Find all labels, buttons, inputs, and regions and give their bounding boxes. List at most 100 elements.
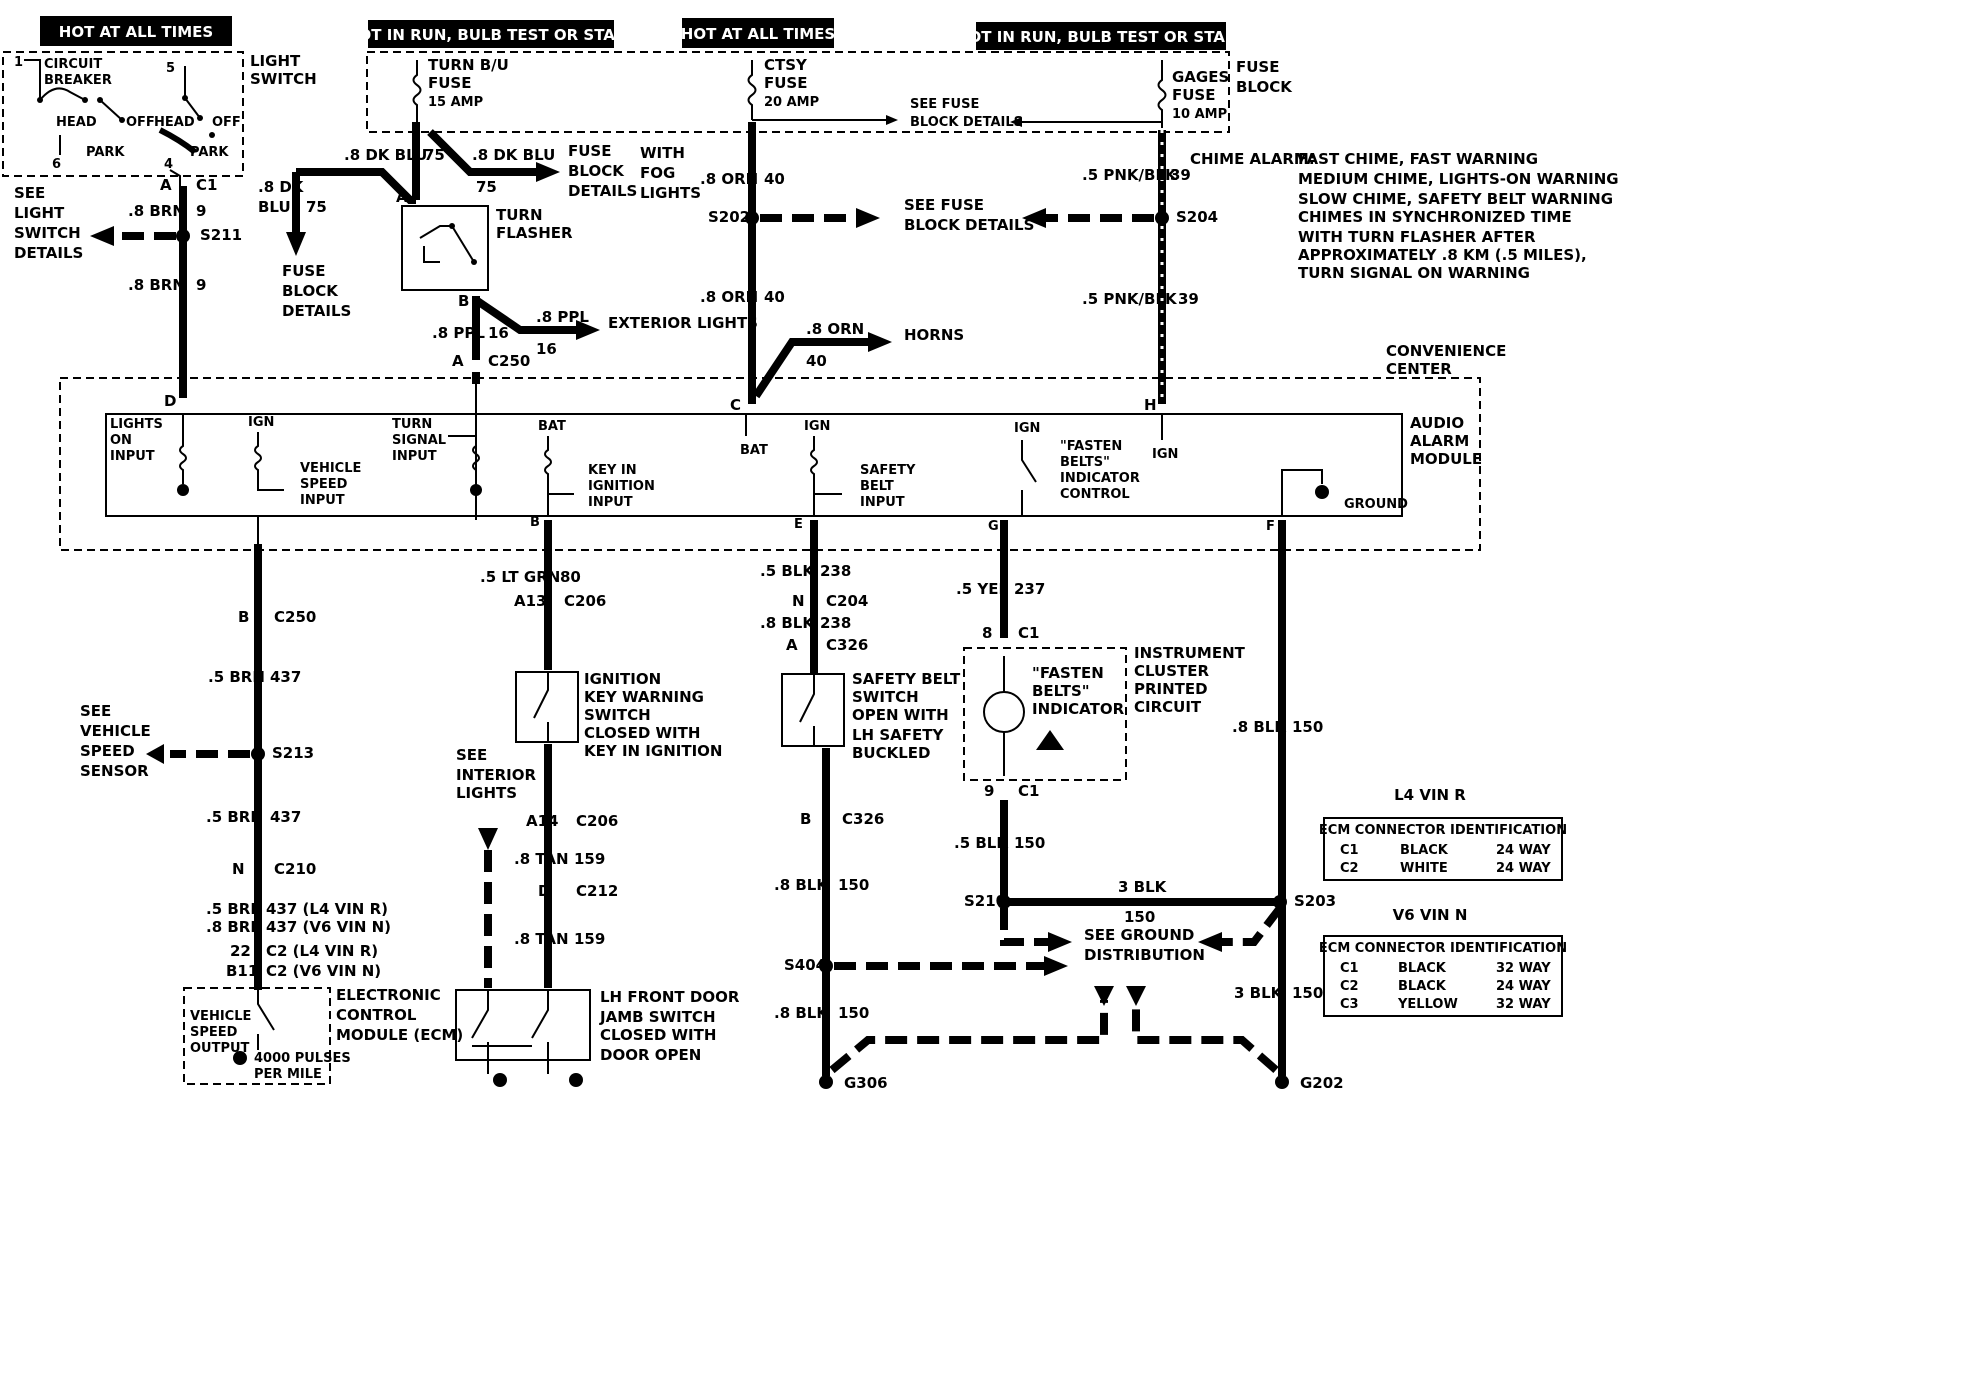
diagram-label: .8 BLK xyxy=(1232,718,1287,736)
diagram-label: PARK xyxy=(86,145,125,160)
diagram-label: ALARM xyxy=(1410,432,1469,450)
diagram-label: BREAKER xyxy=(44,73,112,88)
diagram-label: 150 xyxy=(1124,908,1155,926)
diagram-label: B xyxy=(530,515,540,530)
diagram-label: 24 WAY xyxy=(1496,843,1551,858)
diagram-label: 9 xyxy=(196,276,206,294)
diagram-label: 32 WAY xyxy=(1496,997,1551,1012)
diagram-label: A13 xyxy=(514,592,546,610)
connector-c212: C212 xyxy=(576,882,618,900)
diagram-label: A xyxy=(396,188,408,206)
fuse-block-box xyxy=(366,51,1230,133)
diagram-label: 16 xyxy=(536,340,557,358)
ctsy-fuse-label: CTSY xyxy=(764,56,808,74)
diagram-label: PER MILE xyxy=(254,1067,322,1082)
diagram-label: E xyxy=(794,517,803,532)
ecm-title-1: ELECTRONIC xyxy=(336,986,441,1004)
diagram-label: B xyxy=(238,608,249,626)
diagram-label: 40 xyxy=(764,170,785,188)
banner-hot-always-1: HOT AT ALL TIMES xyxy=(40,16,232,46)
splice-s404: S404 xyxy=(784,956,826,974)
gages-fuse-icon xyxy=(1157,60,1167,128)
diagram-label: 3 BLK xyxy=(1234,984,1284,1002)
diagram-label: BLACK xyxy=(1400,843,1449,858)
diagram-label: CHIMES IN SYNCHRONIZED TIME xyxy=(1298,208,1572,226)
diagram-label: CLUSTER xyxy=(1134,662,1209,680)
turn-fuse-word: FUSE xyxy=(428,74,471,92)
diagram-label: .8 DK BLU xyxy=(344,146,427,164)
diagram-label: SENSOR xyxy=(80,762,149,780)
diagram-label: CONTROL xyxy=(1060,487,1130,502)
diagram-label: .5 BRN xyxy=(208,668,265,686)
seat-belt-icon xyxy=(1036,730,1064,750)
wire-dkblu-75 xyxy=(296,122,420,204)
diagram-label: SIGNAL xyxy=(392,433,446,448)
audio-alarm-module-title-1: AUDIO xyxy=(1410,414,1464,432)
banner-hot-always-2: HOT AT ALL TIMES xyxy=(681,18,835,48)
diagram-label: SEE FUSE xyxy=(904,196,984,214)
diagram-label: 39 xyxy=(1178,290,1199,308)
horns-label: HORNS xyxy=(904,326,964,344)
splice-s210: S210 xyxy=(964,892,1006,910)
diagram-label: YELLOW xyxy=(1397,997,1458,1012)
diagram-label: SWITCH xyxy=(584,706,651,724)
chime-alarm-title: CHIME ALARM: xyxy=(1190,150,1315,168)
diagram-label: SLOW CHIME, SAFETY BELT WARNING xyxy=(1298,190,1613,208)
diagram-label: .5 BLK xyxy=(760,562,815,580)
diagram-label: HOT AT ALL TIMES xyxy=(681,25,835,43)
fuse-block-title-1: FUSE xyxy=(1236,58,1279,76)
diagram-label: DISTRIBUTION xyxy=(1084,946,1205,964)
gages-fuse-amp: 10 AMP xyxy=(1172,107,1227,122)
diagram-label: .5 LT GRN xyxy=(480,568,560,586)
diagram-label: 238 xyxy=(820,562,851,580)
diagram-label: BUCKLED xyxy=(852,744,931,762)
diagram-label: IGN xyxy=(248,415,274,430)
door-jamb-switch-box xyxy=(455,989,591,1061)
safety-belt-switch-title: SAFETY BELT xyxy=(852,670,961,688)
diagram-label: BELTS" xyxy=(1032,682,1090,700)
diagram-label: LIGHTS xyxy=(456,784,517,802)
diagram-label: "FASTEN xyxy=(1060,439,1122,454)
turn-flasher-box xyxy=(401,205,489,291)
diagram-label: 437 (L4 VIN R) xyxy=(266,900,388,918)
diagram-label: 9 xyxy=(196,202,206,220)
diagram-label: 80 xyxy=(560,568,581,586)
fuse-block-title-2: BLOCK xyxy=(1236,78,1293,96)
diagram-label: 40 xyxy=(764,288,785,306)
diagram-label: 1 xyxy=(14,55,23,70)
diagram-label: BAT xyxy=(740,443,768,458)
diagram-label: IGNITION xyxy=(588,479,655,494)
diagram-label: .8 PPL xyxy=(432,324,485,342)
diagram-label: .8 PPL xyxy=(536,308,589,326)
diagram-label: .5 YEL xyxy=(956,580,1008,598)
ignition-key-switch-title: IGNITION xyxy=(584,670,661,688)
diagram-label: LIGHTS xyxy=(640,184,701,202)
banner-hot-in-run-1: HOT IN RUN, BULB TEST OR START xyxy=(346,20,637,48)
diagram-label: KEY WARNING xyxy=(584,688,704,706)
diagram-label: 22 xyxy=(230,942,251,960)
diagram-label: .8 BLK xyxy=(774,876,829,894)
diagram-label: .8 ORN xyxy=(806,320,864,338)
diagram-label: HEAD xyxy=(56,115,97,130)
diagram-label: BELTS" xyxy=(1060,455,1110,470)
diagram-label: WITH TURN FLASHER AFTER xyxy=(1298,228,1536,246)
light-switch-box xyxy=(2,51,244,177)
diagram-label: DOOR OPEN xyxy=(600,1046,701,1064)
diagram-label: C2 xyxy=(1340,979,1359,994)
diagram-label: D xyxy=(164,392,176,410)
diagram-label: GROUND xyxy=(1344,497,1408,512)
diagram-label: IGN xyxy=(1014,421,1040,436)
diagram-label: L4 VIN R xyxy=(1394,786,1466,804)
diagram-label: BLOCK xyxy=(568,162,625,180)
diagram-label: .5 PNK/BLK xyxy=(1082,290,1178,308)
diagram-label: 159 xyxy=(574,850,605,868)
turn-fuse-icon xyxy=(412,60,422,122)
diagram-label: KEY IN xyxy=(588,463,637,478)
diagram-label: CIRCUIT xyxy=(44,57,102,72)
banner-hot-in-run-2: HOT IN RUN, BULB TEST OR START xyxy=(956,22,1247,50)
light-switch-title-1: LIGHT xyxy=(250,52,301,70)
gages-fuse-label: GAGES xyxy=(1172,68,1229,86)
diagram-label: JAMB SWITCH xyxy=(599,1008,716,1026)
diagram-label: 9 xyxy=(984,782,994,800)
connector-c250-a: C250 xyxy=(488,352,530,370)
